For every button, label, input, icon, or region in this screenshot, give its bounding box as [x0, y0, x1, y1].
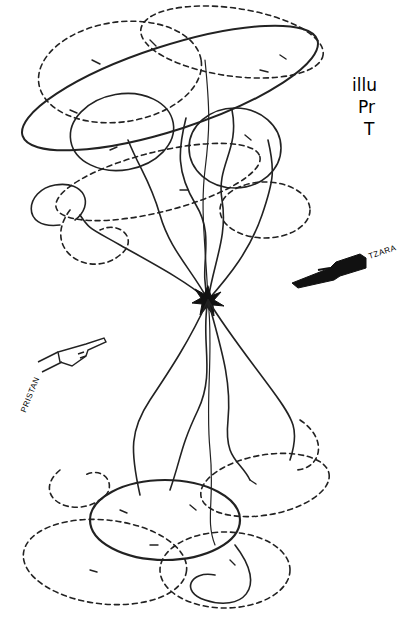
solid-loop — [189, 108, 281, 188]
solid-loop — [64, 86, 180, 179]
solid-loop — [191, 545, 251, 603]
text-fragment: illu — [352, 76, 377, 95]
text-fragment: T — [364, 120, 374, 139]
dashed-loop — [19, 512, 191, 613]
dashed-loop — [160, 532, 290, 608]
strand — [128, 140, 208, 300]
strand — [208, 300, 295, 460]
pointing-hand — [292, 254, 366, 288]
dashed-loop — [136, 0, 328, 88]
dashed-loop — [61, 210, 129, 264]
dashed-loop — [49, 470, 109, 507]
solid-loop — [10, 0, 331, 176]
dashed-loop — [196, 444, 334, 526]
pointing-hand — [38, 338, 106, 372]
hand-label: PRISTAN — [20, 376, 42, 414]
strand — [80, 215, 208, 300]
strand — [180, 118, 208, 300]
tick-marks — [90, 480, 256, 572]
text-fragment: Pr — [358, 98, 375, 117]
tick-marks — [70, 40, 286, 190]
dashed-loop — [295, 420, 319, 470]
strand — [133, 300, 208, 495]
dashed-loop — [220, 182, 310, 238]
strand — [170, 300, 208, 490]
dashed-loop — [49, 127, 267, 236]
strand — [208, 140, 272, 300]
strand — [203, 60, 209, 300]
strand — [208, 110, 234, 300]
dashed-loop — [32, 11, 208, 133]
hand-label: TZARA — [368, 244, 398, 261]
strand — [208, 300, 250, 480]
